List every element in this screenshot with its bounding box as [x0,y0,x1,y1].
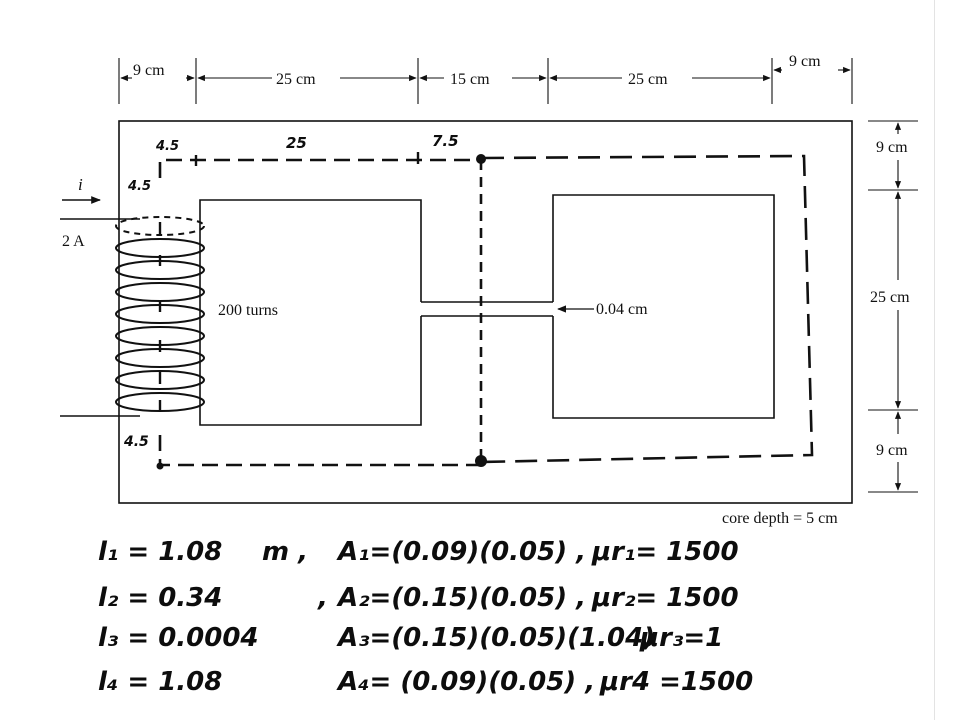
eq2-mu: μr₂= 1500 [591,583,739,613]
flux-path-left-loop [158,158,480,467]
eq4-area: A₄= (0.09)(0.05) , [336,667,595,697]
center-leg-air-gap [421,301,553,317]
dim-right-bottom-leg: 9 cm [876,442,908,459]
mark-7-5: 7.5 [432,132,459,150]
flux-node-top [476,154,486,164]
mark-4-5-bottom: 4.5 [123,434,149,450]
eq1-area: A₁=(0.09)(0.05) , [336,537,586,567]
dim-top-left-leg: 9 cm [133,62,165,79]
eq1-unit: m , [262,537,308,567]
eq2-length: l₂ = 0.34 [98,583,222,613]
dim-top-right-leg: 9 cm [789,53,821,70]
flux-node-bottom [475,455,487,467]
dim-right-window: 25 cm [870,289,910,306]
eq2-unit: , [317,583,328,613]
core-outer-outline [118,120,853,504]
air-gap-label: 0.04 cm [596,301,648,318]
equation-row-3: l₃ = 0.0004 A₃=(0.15)(0.05)(1.04) μr₃=1 [98,623,723,653]
equation-row-4: l₄ = 1.08 A₄= (0.09)(0.05) , μr4 =1500 [98,667,753,697]
mark-4-5-left: 4.5 [127,179,151,194]
eq3-length: l₃ = 0.0004 [98,623,259,653]
left-window-outline [199,199,422,426]
flux-path-left-leg-ticks [158,152,420,410]
current-symbol: i [78,175,83,194]
coil-leads [60,218,140,417]
current-value: 2 A [62,233,85,250]
dim-top-center-leg: 15 cm [450,71,490,88]
eq3-mu: μr₃=1 [639,623,723,653]
eq4-mu: μr4 =1500 [599,667,753,697]
coil-turns-label: 200 turns [218,302,278,319]
mark-4-5-top: 4.5 [155,139,179,154]
dim-top-left-window: 25 cm [276,71,316,88]
eq1-mu: μr₁= 1500 [591,537,739,567]
equation-row-2: l₂ = 0.34 , A₂=(0.15)(0.05) , μr₂= 1500 [98,583,739,613]
top-dimension-line [118,58,853,104]
right-dimension-line [868,120,918,493]
eq3-area: A₃=(0.15)(0.05)(1.04) [336,623,655,653]
eq1-length: l₁ = 1.08 [98,537,222,567]
mark-25: 25 [286,134,307,152]
equation-row-1: l₁ = 1.08 m , A₁=(0.09)(0.05) , μr₁= 150… [98,537,739,567]
right-window-outline [552,194,775,419]
flux-node-bottom-left [156,462,164,470]
dim-top-right-window: 25 cm [628,71,668,88]
page-edge-line [934,0,935,720]
eq2-area: A₂=(0.15)(0.05) , [336,583,586,613]
eq4-length: l₄ = 1.08 [98,667,222,697]
flux-path-right-loop [481,154,814,464]
core-depth-label: core depth = 5 cm [722,510,838,527]
dim-right-top-leg: 9 cm [876,139,908,156]
